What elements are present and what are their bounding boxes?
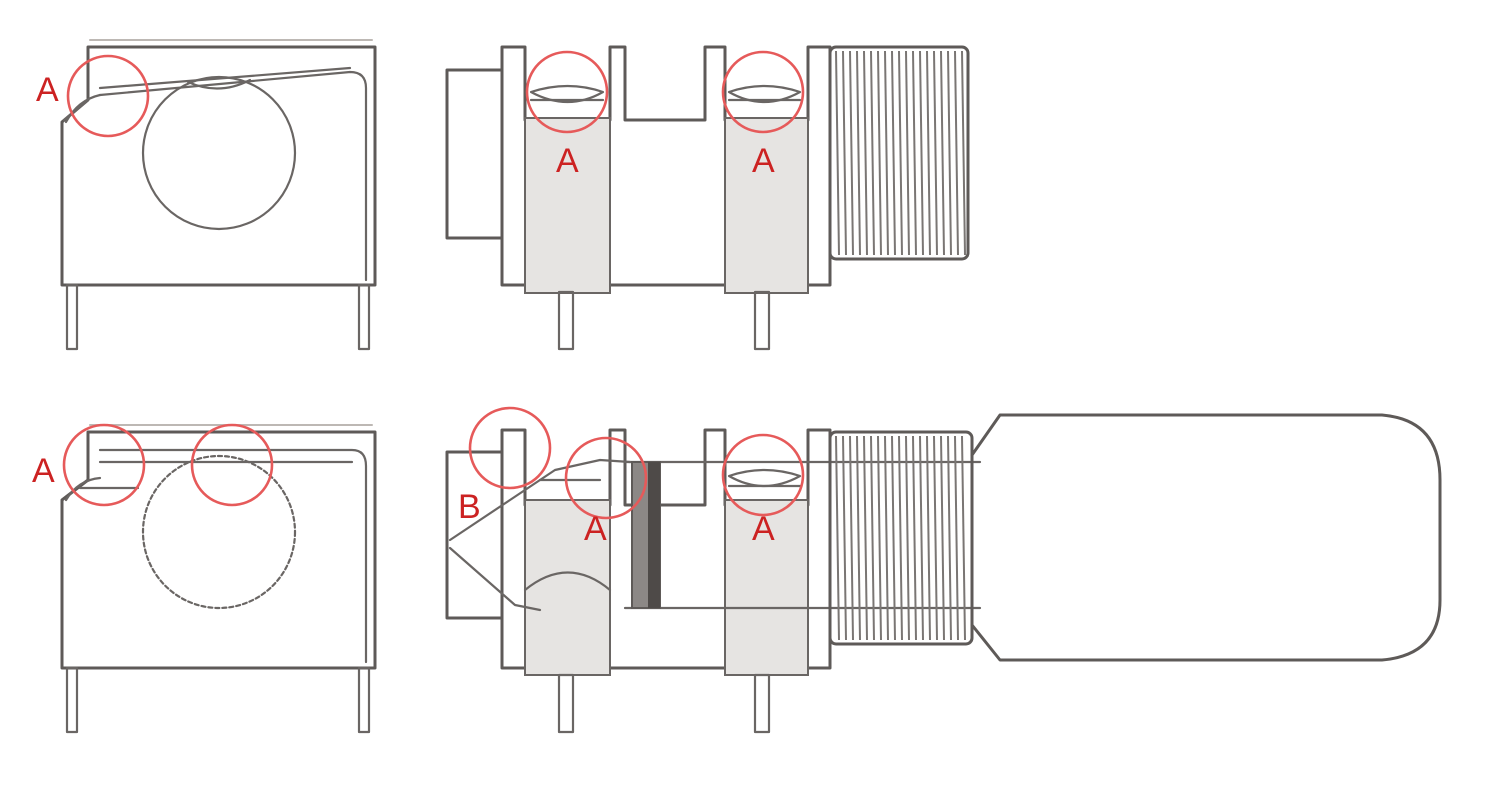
thread-line	[877, 435, 882, 641]
thread-line	[940, 50, 945, 256]
label-a-top-middle-2: A	[752, 142, 775, 180]
thread-line	[940, 435, 945, 641]
thread-line	[870, 50, 875, 256]
bottom-side-view	[60, 424, 377, 734]
thread-line	[856, 435, 861, 641]
thread-line	[849, 435, 854, 641]
thread-line	[877, 50, 882, 256]
label-b-bottom: B	[458, 488, 481, 526]
thread-line	[905, 435, 910, 641]
thread-line	[954, 50, 959, 256]
top-front-view	[445, 45, 970, 351]
thread-line	[919, 50, 924, 256]
thread-line	[954, 435, 959, 641]
thread-line	[842, 50, 847, 256]
thread-line	[891, 435, 896, 641]
thread-line	[863, 50, 868, 256]
thread-line	[905, 50, 910, 256]
thread-line	[926, 50, 931, 256]
thread-line	[884, 50, 889, 256]
thread-line	[898, 50, 903, 256]
thread-line	[933, 50, 938, 256]
thread-line	[842, 435, 847, 641]
thread-line	[870, 435, 875, 641]
top-thread-lines	[835, 50, 966, 256]
thread-line	[835, 435, 840, 641]
thread-line	[926, 435, 931, 641]
thread-line	[835, 50, 840, 256]
thread-line	[863, 435, 868, 641]
label-a-bottom-left: A	[32, 452, 55, 490]
thread-line	[912, 50, 917, 256]
highlight-circle	[190, 423, 274, 507]
bottom-front-view	[445, 413, 1442, 734]
highlight-circles	[62, 50, 805, 520]
label-a-top-middle-1: A	[556, 142, 579, 180]
label-a-top-left: A	[36, 71, 59, 109]
thread-line	[891, 50, 896, 256]
thread-line	[849, 50, 854, 256]
thread-line	[856, 50, 861, 256]
highlight-circle	[525, 50, 609, 134]
thread-line	[947, 435, 952, 641]
labels: A A A A B A A	[32, 71, 775, 548]
highlight-circle	[564, 436, 648, 520]
thread-line	[933, 435, 938, 641]
top-side-view	[60, 39, 377, 351]
thread-line	[961, 50, 966, 256]
thread-line	[912, 435, 917, 641]
highlight-circle	[721, 50, 805, 134]
thread-line	[947, 50, 952, 256]
highlight-circle	[66, 54, 150, 138]
thread-line	[898, 435, 903, 641]
thread-line	[919, 435, 924, 641]
thread-line	[884, 435, 889, 641]
highlight-circle	[468, 406, 552, 490]
label-a-bottom-middle-2: A	[752, 510, 775, 548]
highlight-circle	[721, 433, 805, 517]
highlight-circle	[62, 423, 146, 507]
label-a-bottom-middle-1: A	[584, 510, 607, 548]
bottom-thread-lines	[835, 435, 966, 641]
thread-line	[961, 435, 966, 641]
